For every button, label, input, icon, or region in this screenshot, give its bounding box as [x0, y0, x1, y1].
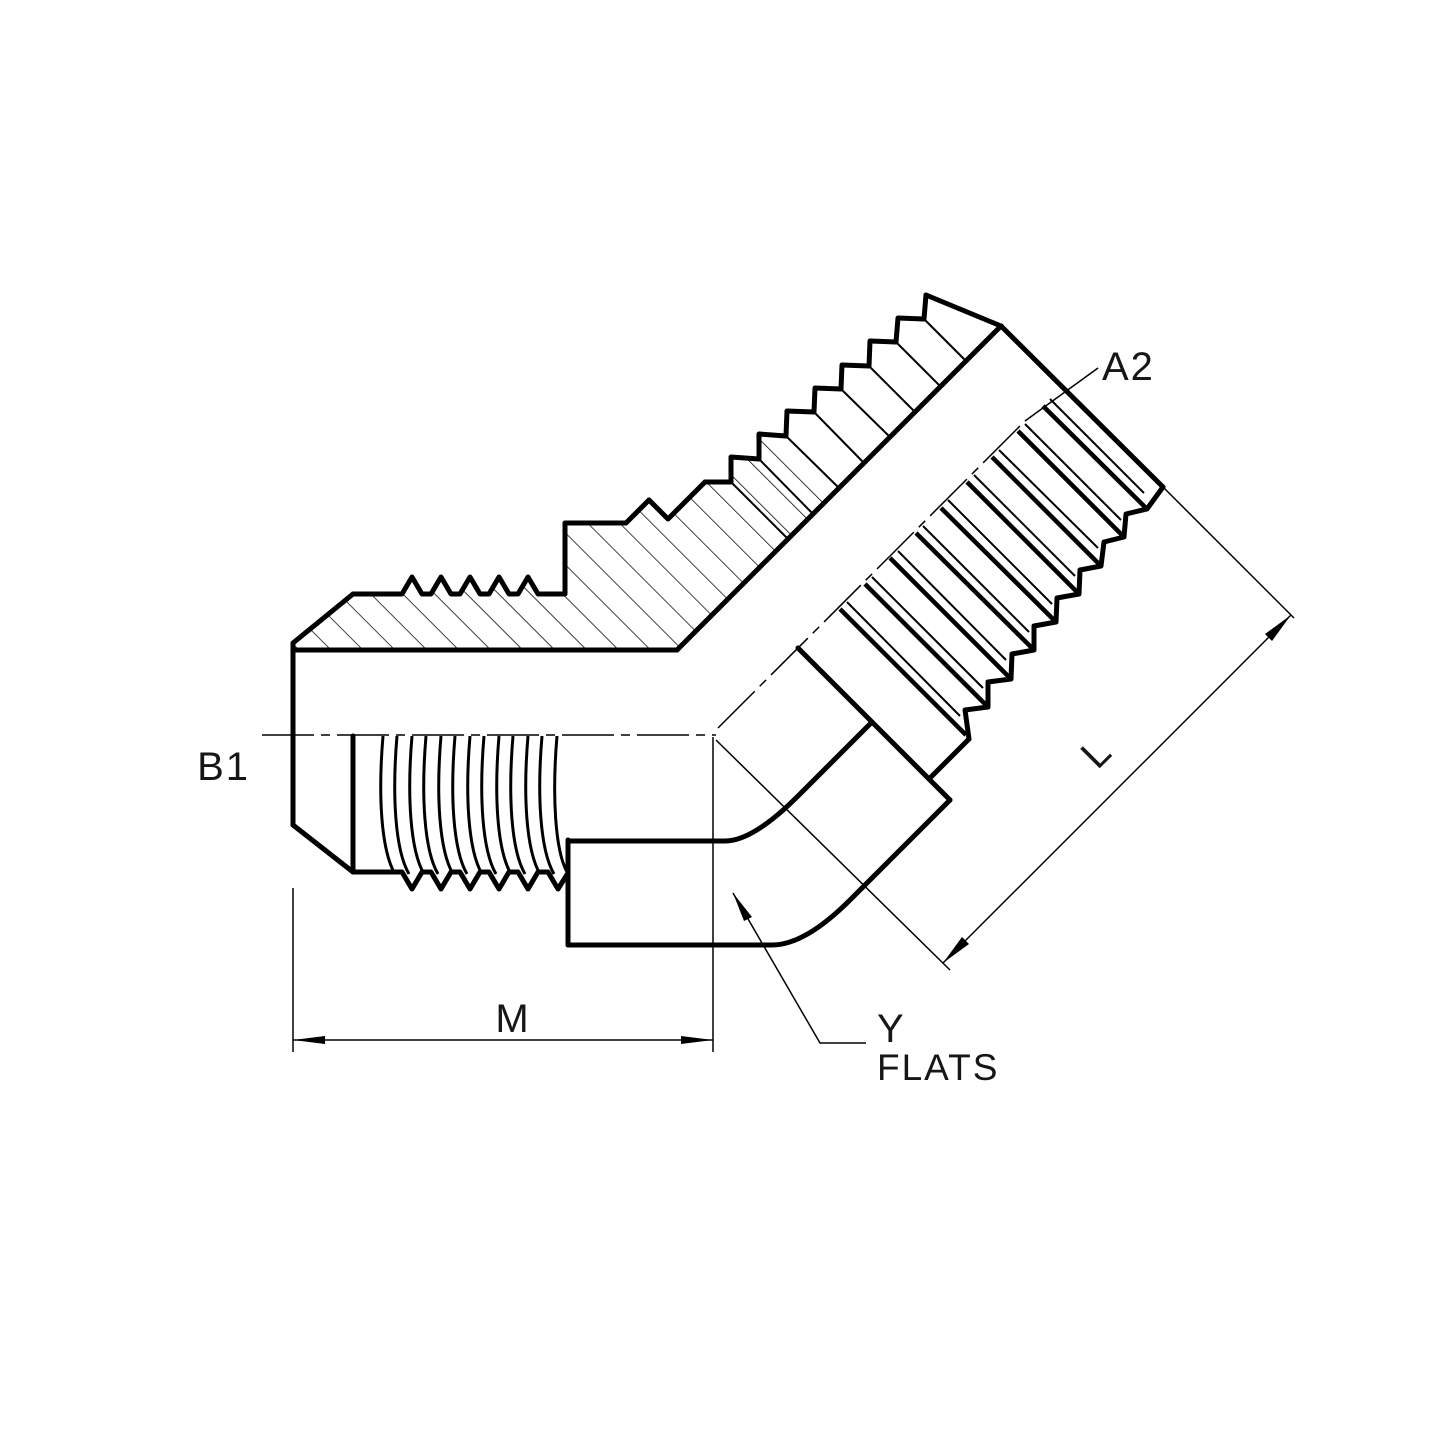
l-extension-upper	[1162, 486, 1295, 619]
dimension-l	[715, 486, 1295, 971]
left-port-thread-helix-lines	[379, 735, 569, 875]
angled-port-tip-chamfer	[923, 292, 1004, 329]
leader-a2	[1024, 367, 1099, 422]
l-extension-lower	[715, 739, 951, 971]
label-y: Y	[877, 1007, 906, 1051]
hex-corner-line	[565, 719, 875, 844]
arrowhead	[943, 937, 969, 963]
left-port-top-thread-profile	[350, 497, 652, 597]
centerline-angled-port	[717, 420, 1026, 729]
l-dimension-line	[942, 614, 1292, 964]
label-a2: A2	[1102, 345, 1155, 389]
arrowhead	[1265, 615, 1291, 641]
left-port-top-chamfer	[290, 591, 356, 646]
dimension-m	[292, 737, 714, 1052]
angled-port-thread-lines	[838, 404, 1149, 737]
label-m: M	[495, 997, 530, 1041]
hex-flats-body	[565, 719, 953, 948]
angled-port-shank-edge	[926, 736, 972, 782]
arrowhead	[733, 893, 752, 921]
label-b1: B1	[197, 745, 250, 789]
angled-port-section-shoulder	[646, 479, 708, 522]
arrowhead	[681, 1036, 713, 1044]
hex-silhouette	[565, 797, 953, 948]
angled-port-thread-lines-thin	[846, 398, 1145, 717]
label-l: L	[1073, 729, 1121, 777]
label-flats: FLATS	[877, 1047, 999, 1088]
left-port-bottom-chamfer	[290, 822, 356, 875]
angled-port-end-face	[998, 323, 1166, 490]
angled-port-section-thread-profile	[702, 292, 929, 485]
angled-port-exterior-thread-profile	[962, 484, 1166, 742]
leader-y-flats	[732, 892, 866, 1044]
left-port-bottom-thread-profile	[350, 869, 571, 892]
arrowhead	[293, 1036, 325, 1044]
angled-port-shoulder-face	[795, 645, 953, 803]
bore-lines	[290, 323, 1004, 653]
male-thread-angled-port	[646, 292, 1166, 803]
angled-port-section-root-lines	[730, 318, 967, 540]
